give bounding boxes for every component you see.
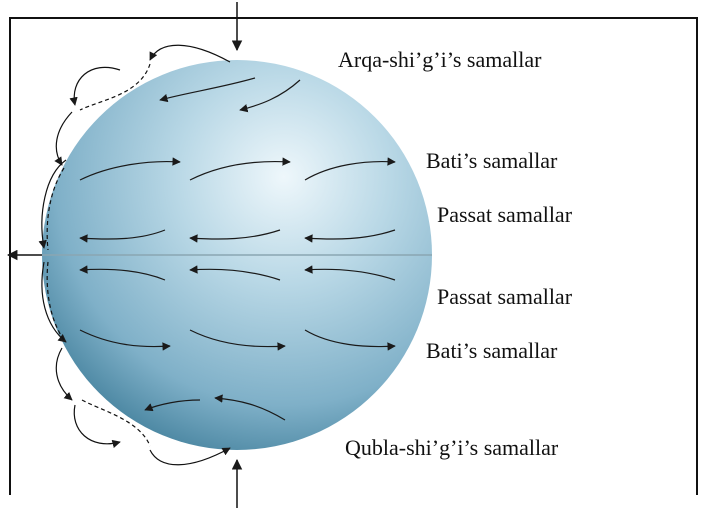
label-north-westerlies: Bati’s samallar — [426, 148, 558, 173]
label-south-polar-winds: Qubla-shi’g’i’s samallar — [345, 435, 559, 460]
label-south-trade-winds: Passat samallar — [437, 284, 573, 309]
label-north-polar-winds: Arqa-shi’g’i’s samallar — [338, 47, 542, 72]
label-north-trade-winds: Passat samallar — [437, 202, 573, 227]
label-south-westerlies: Bati’s samallar — [426, 338, 558, 363]
